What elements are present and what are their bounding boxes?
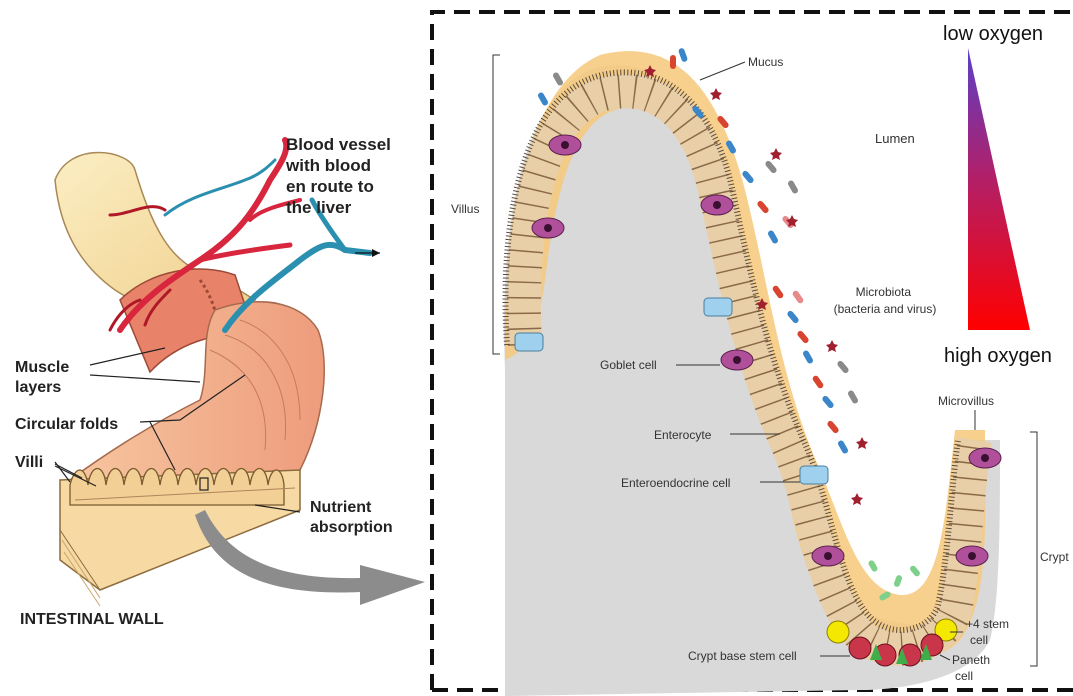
label-villus: Villus bbox=[451, 202, 479, 216]
villus-bracket bbox=[493, 55, 500, 354]
label-crypt-base-stem-cell: Crypt base stem cell bbox=[688, 649, 797, 663]
label-enterocyte: Enterocyte bbox=[654, 428, 712, 442]
label-crypt: Crypt bbox=[1040, 550, 1069, 564]
crypt-bracket bbox=[1030, 432, 1037, 666]
label-lumen: Lumen bbox=[875, 131, 915, 146]
label-microvillus: Microvillus bbox=[938, 394, 994, 408]
label-muscle-layers: Muscle layers bbox=[15, 359, 74, 396]
label-goblet-cell: Goblet cell bbox=[600, 358, 657, 372]
label-intestinal-wall: INTESTINAL WALL bbox=[20, 611, 164, 628]
intestinal-wall-illustration: Blood vessel with blood en route to the … bbox=[15, 135, 425, 628]
label-circular-folds: Circular folds bbox=[15, 416, 118, 433]
label-high-oxygen: high oxygen bbox=[944, 345, 1052, 367]
label-microbiota: Microbiota (bacteria and virus) bbox=[834, 285, 937, 316]
oxygen-gradient-triangle bbox=[968, 48, 1030, 330]
label-low-oxygen: low oxygen bbox=[943, 23, 1043, 45]
label-enteroendocrine-cell: Enteroendocrine cell bbox=[621, 476, 730, 490]
label-villi: Villi bbox=[15, 454, 43, 471]
label-blood-vessel: Blood vessel with blood en route to the … bbox=[285, 135, 396, 217]
label-nutrient-absorption: Nutrient absorption bbox=[310, 499, 393, 536]
oxygen-gradient-legend: low oxygen high oxygen bbox=[943, 23, 1052, 367]
label-mucus: Mucus bbox=[748, 55, 783, 69]
